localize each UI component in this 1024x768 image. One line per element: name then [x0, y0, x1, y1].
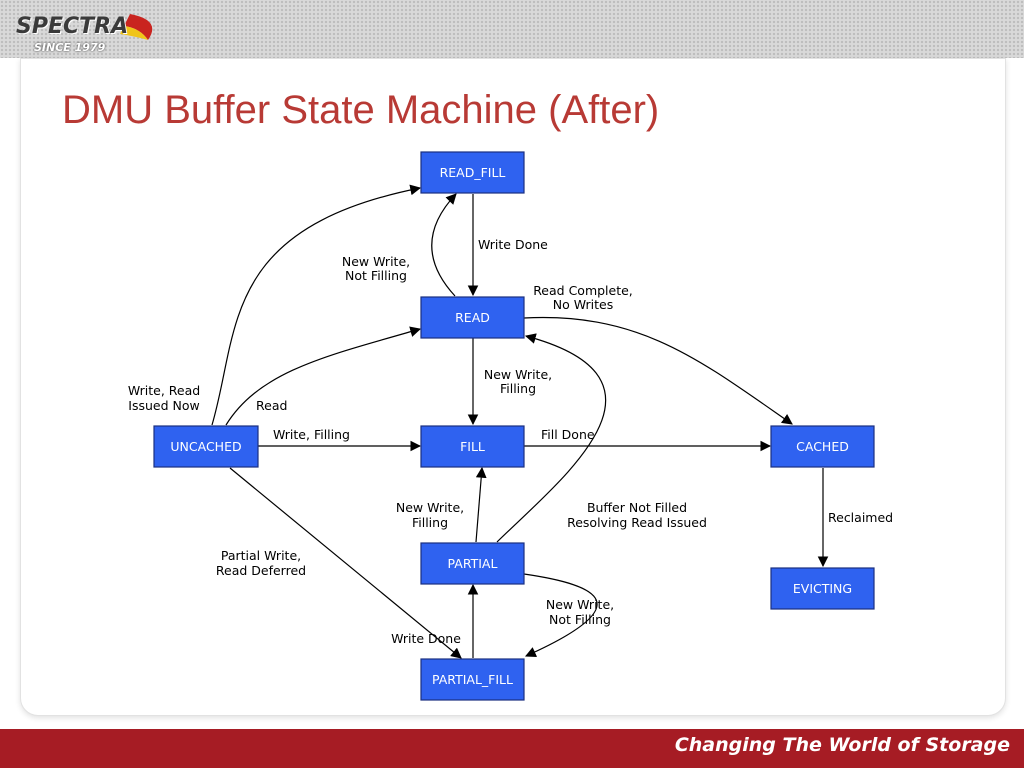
- edge-read-to-readfill: [431, 193, 457, 297]
- label-write-read-issued-2: Issued Now: [128, 398, 199, 413]
- label-read-complete-2: No Writes: [553, 297, 614, 312]
- label-new-write-filling-low-2: Filling: [412, 515, 448, 530]
- state-evicting-label: EVICTING: [793, 581, 852, 596]
- state-partial-label: PARTIAL: [448, 556, 498, 571]
- edge-uncached-to-partialfill: [229, 467, 462, 659]
- label-new-write-filling-mid-2: Filling: [500, 381, 536, 396]
- label-write-filling: Write, Filling: [273, 427, 350, 442]
- edge-partial-to-fill: [475, 466, 487, 543]
- label-new-write-filling-mid-1: New Write,: [484, 367, 552, 382]
- label-read: Read: [256, 398, 287, 413]
- spectra-logo: SPECTRA SINCE 1979: [12, 6, 162, 56]
- label-write-done-bottom: Write Done: [391, 631, 461, 646]
- state-fill-label: FILL: [460, 439, 485, 454]
- state-fill: FILL: [420, 425, 525, 468]
- label-write-done-top: Write Done: [478, 237, 548, 252]
- label-reclaimed: Reclaimed: [828, 510, 893, 525]
- edge-uncached-to-readfill: [211, 184, 422, 426]
- label-new-write-filling-low-1: New Write,: [396, 500, 464, 515]
- label-new-write-not-filling-top-1: New Write,: [342, 254, 410, 269]
- logo-swoosh-icon: [120, 14, 153, 40]
- edge-partial-to-partialfill: [523, 573, 598, 657]
- logo-wordmark: SPECTRA: [16, 14, 129, 39]
- logo-since: SINCE 1979: [34, 41, 106, 54]
- label-partial-write-2: Read Deferred: [216, 563, 306, 578]
- label-fill-done: Fill Done: [541, 427, 595, 442]
- footer-tagline: Changing The World of Storage: [674, 734, 1010, 756]
- state-uncached: UNCACHED: [153, 425, 259, 468]
- label-buffer-not-filled-2: Resolving Read Issued: [567, 515, 707, 530]
- edge-partial-to-read: [496, 333, 606, 543]
- label-buffer-not-filled-1: Buffer Not Filled: [587, 500, 687, 515]
- label-write-read-issued-1: Write, Read: [128, 383, 200, 398]
- state-partial: PARTIAL: [420, 542, 525, 585]
- label-partial-write-1: Partial Write,: [221, 548, 301, 563]
- label-read-complete-1: Read Complete,: [533, 283, 633, 298]
- state-cached-label: CACHED: [796, 439, 849, 454]
- state-partial-fill-label: PARTIAL_FILL: [432, 672, 513, 687]
- state-read: READ: [420, 296, 525, 339]
- page-title: DMU Buffer State Machine (After): [62, 88, 660, 132]
- state-partial-fill: PARTIAL_FILL: [420, 658, 525, 701]
- state-cached: CACHED: [770, 425, 875, 468]
- header-band: [0, 0, 1024, 58]
- state-evicting: EVICTING: [770, 567, 875, 610]
- edge-read-to-cached: [523, 316, 793, 425]
- label-new-write-not-filling-low-1: New Write,: [546, 597, 614, 612]
- label-new-write-not-filling-low-2: Not Filling: [549, 612, 611, 627]
- state-uncached-label: UNCACHED: [170, 439, 241, 454]
- footer-band: [0, 729, 1024, 768]
- label-new-write-not-filling-top-2: Not Filling: [345, 268, 407, 283]
- state-read-fill-label: READ_FILL: [440, 165, 506, 180]
- edge-uncached-to-read: [225, 326, 422, 426]
- state-read-fill: READ_FILL: [420, 151, 525, 194]
- state-read-label: READ: [455, 310, 490, 325]
